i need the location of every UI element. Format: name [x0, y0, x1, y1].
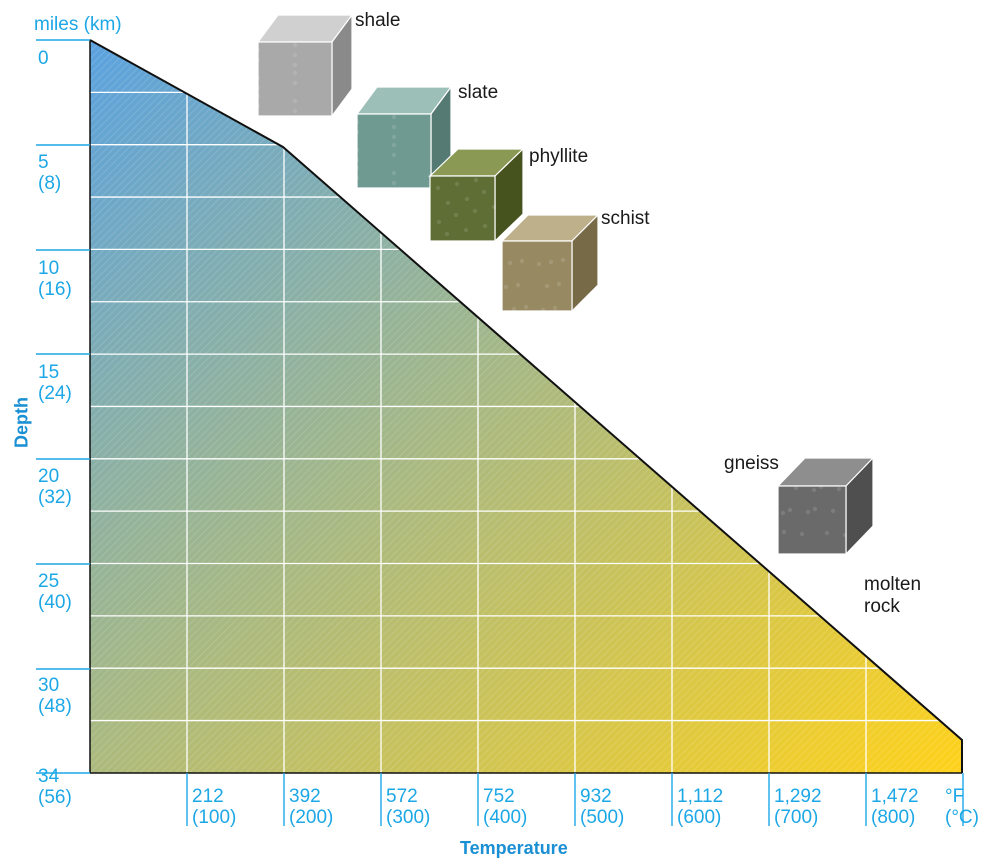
phyllite-label: phyllite [529, 146, 589, 167]
temperature-label-c: (500) [580, 807, 625, 828]
depth-label-miles: 30 [38, 675, 60, 696]
depth-label-km: (24) [38, 383, 72, 404]
depth-label-km: (56) [38, 787, 72, 808]
phyllite-sample-cube [427, 147, 525, 243]
temperature-label-c: (600) [677, 807, 722, 828]
schist-label: schist [601, 208, 650, 229]
depth-label-miles: 20 [38, 466, 60, 487]
temperature-label-f: 932 [580, 786, 612, 807]
slate-sample-cube [354, 85, 453, 190]
temperature-label-c: (800) [871, 807, 916, 828]
depth-label-miles: 10 [38, 258, 60, 279]
temperature-label-c: (400) [483, 807, 528, 828]
slate-label: slate [458, 82, 499, 103]
depth-label-miles: 0 [38, 48, 49, 69]
depth-label-miles: 25 [38, 571, 60, 592]
temperature-label-f: 392 [289, 786, 321, 807]
depth-label-km: (8) [38, 173, 62, 194]
gneiss-label: gneiss [724, 453, 779, 474]
schist-sample-cube [499, 213, 600, 313]
temperature-label-c: (700) [774, 807, 819, 828]
depth-label-km: (32) [38, 487, 72, 508]
temperature-unit-c: (°C) [945, 807, 979, 828]
shale-sample-cube [255, 13, 354, 118]
temperature-label-c: (100) [192, 807, 237, 828]
molten-rock-label: molten rock [864, 574, 922, 617]
depth-label-miles: 15 [38, 362, 60, 383]
temperature-label-c: (300) [386, 807, 431, 828]
depth-label-km: (40) [38, 592, 72, 613]
temperature-label-f: 1,112 [677, 786, 724, 807]
temperature-label-f: 1,472 [871, 786, 919, 807]
depth-axis-title: Depth [11, 397, 32, 448]
shale-label: shale [355, 10, 401, 31]
temperature-label-f: 572 [386, 786, 418, 807]
depth-label-km: (16) [38, 279, 72, 300]
field-boundary [89, 39, 963, 773]
depth-label-km: (48) [38, 696, 72, 717]
temperature-unit-f: °F [945, 786, 965, 807]
depth-label-miles: 34 [38, 766, 60, 787]
gneiss-sample-cube [775, 456, 875, 556]
temperature-label-f: 752 [483, 786, 515, 807]
temperature-label-f: 1,292 [774, 786, 822, 807]
rock-samples [255, 13, 875, 556]
axis-ticks [36, 39, 964, 826]
temperature-label-c: (200) [289, 807, 334, 828]
temperature-axis-title: Temperature [460, 838, 568, 858]
temperature-label-f: 212 [192, 786, 224, 807]
depth-label-miles: 5 [38, 152, 49, 173]
depth-unit-label: miles (km) [34, 14, 122, 35]
